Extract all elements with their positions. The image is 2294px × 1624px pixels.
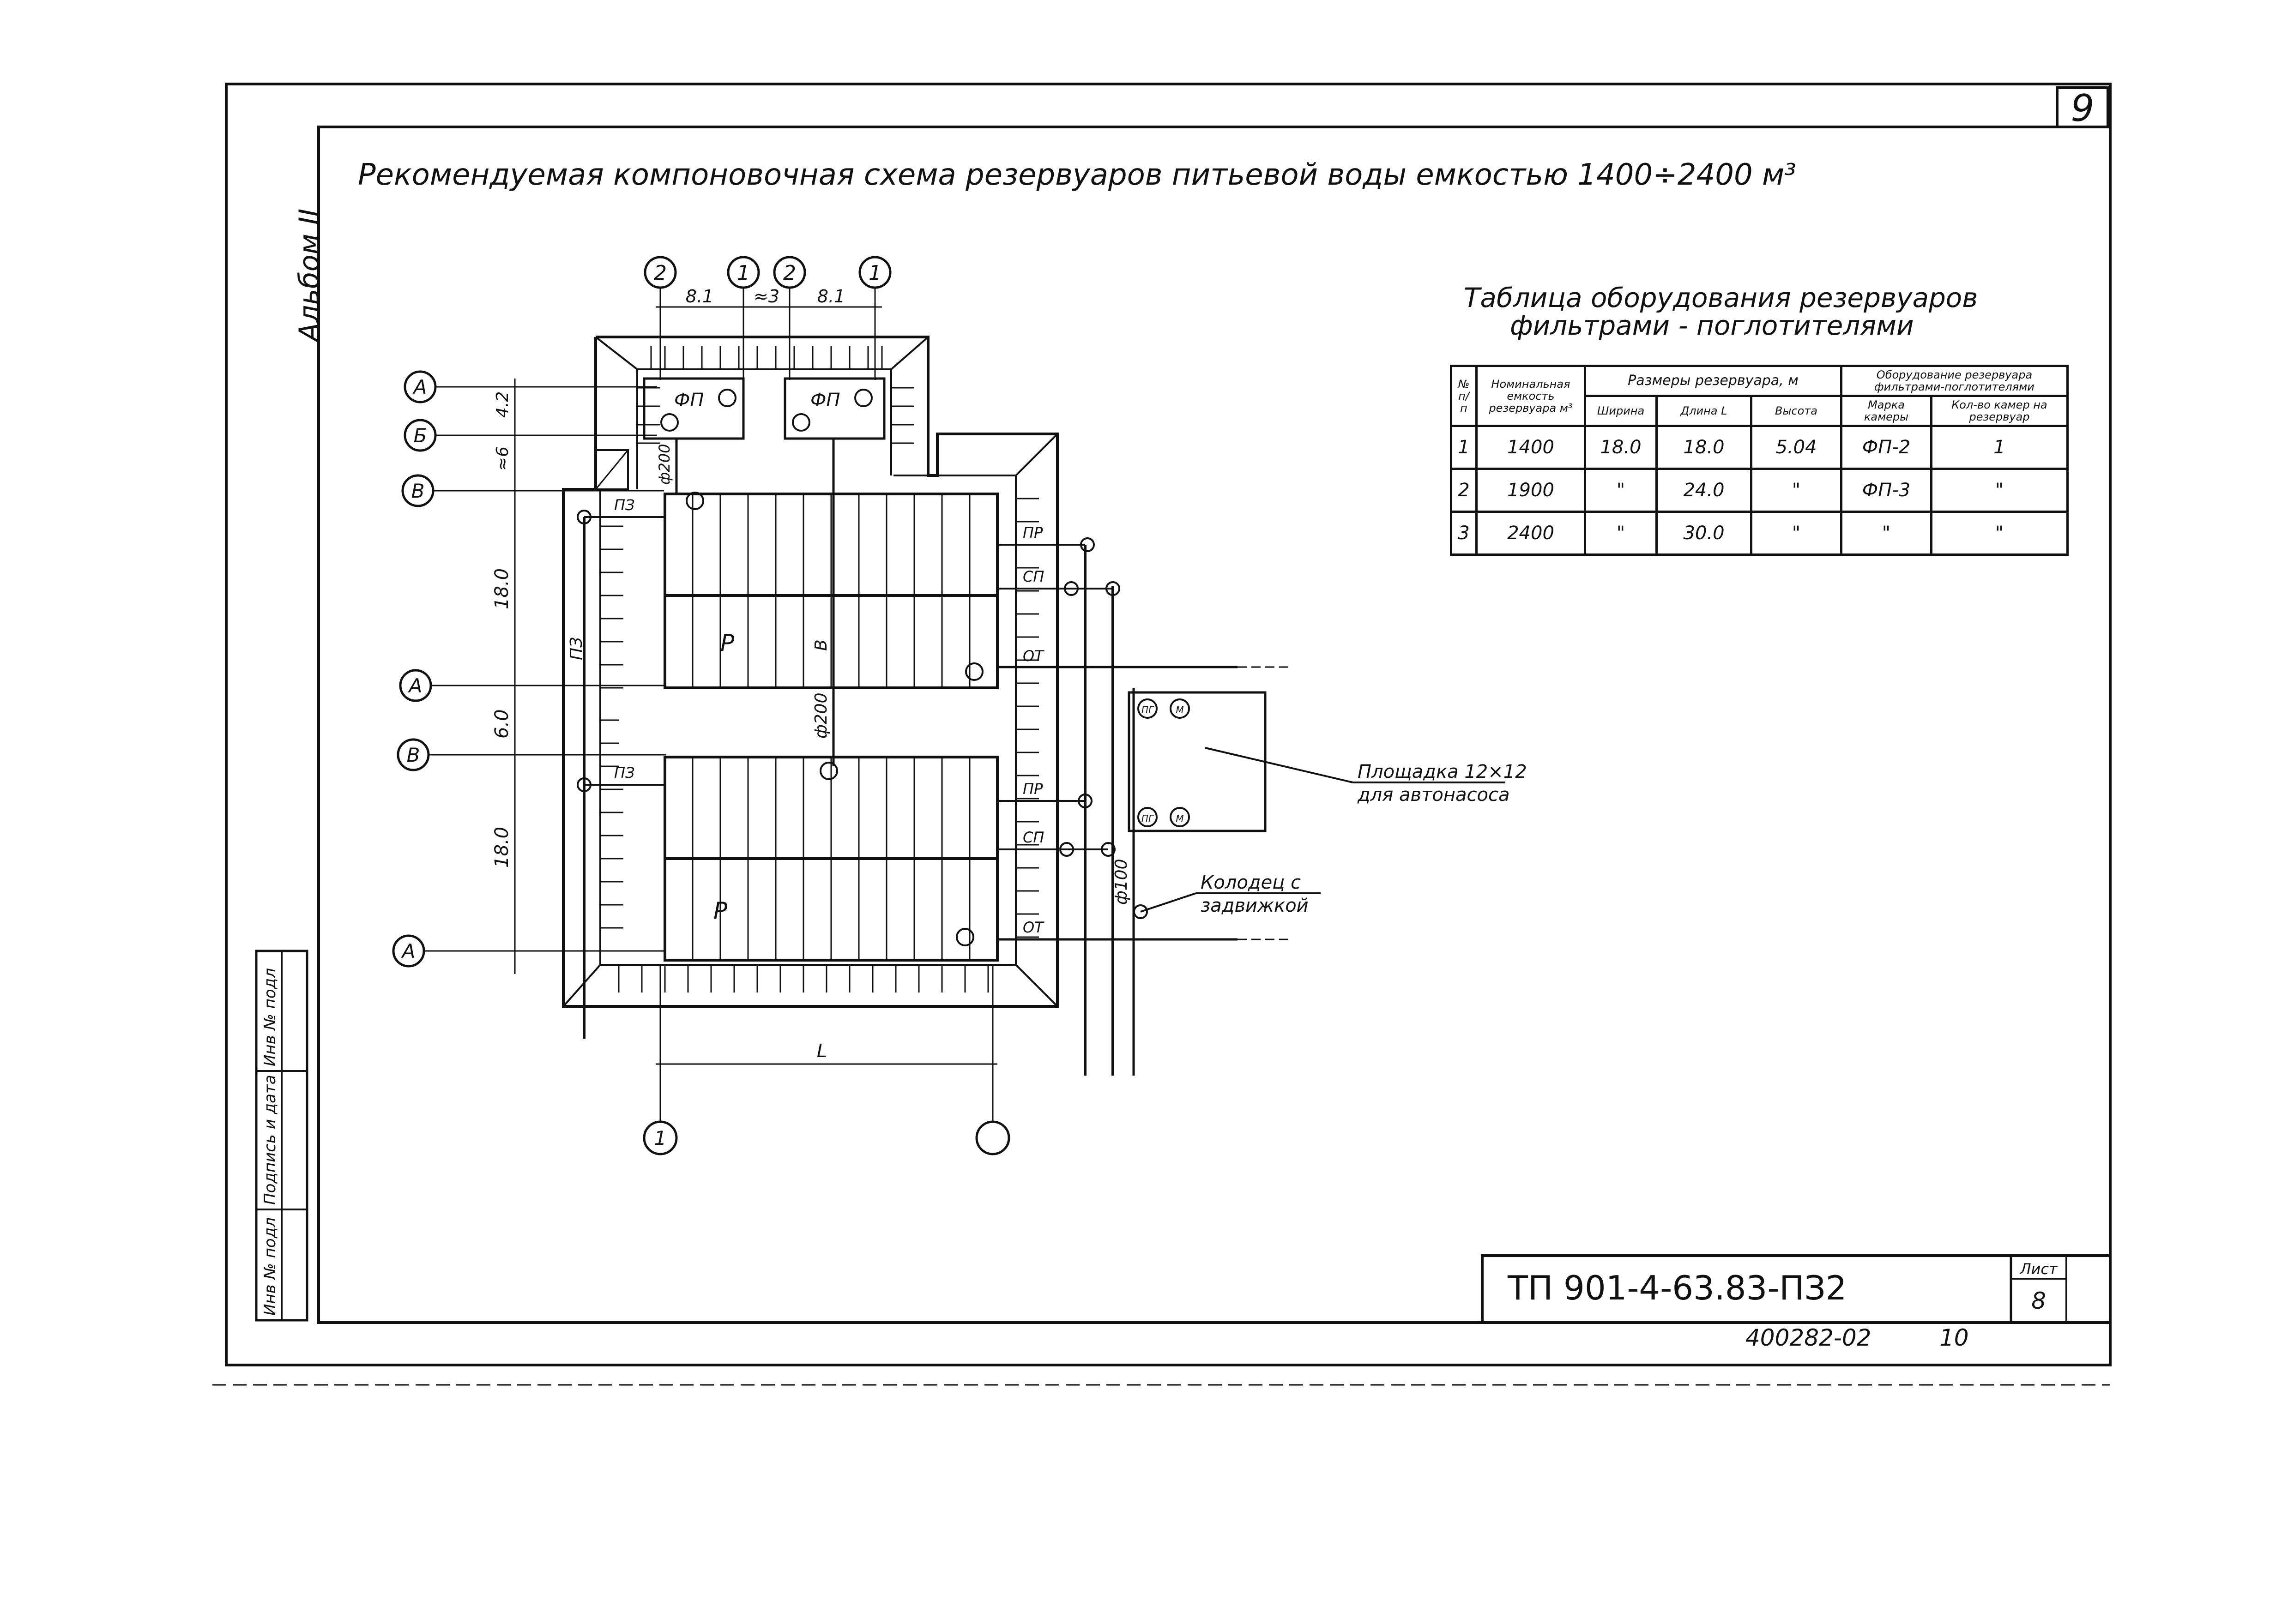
svg-text:СП: СП [1023,568,1044,585]
axis-top-1: 2 [654,261,667,285]
axis-top-4: 1 [869,261,881,285]
svg-text:ф200: ф200 [656,444,673,485]
svg-text:≈3: ≈3 [754,286,779,307]
stamp-bottom-page: 10 [1939,1324,1969,1351]
page-title: Рекомендуемая компоновочная схема резерв… [358,158,1796,192]
svg-text:ОТ: ОТ [1023,647,1044,665]
platform-callout-1: Площадка 12×12 [1358,761,1527,782]
reservoir-2-label: Р [713,897,728,924]
svg-text:≈6: ≈6 [493,446,512,471]
well-callout-1: Колодец с [1201,872,1301,893]
svg-text:ПЗ: ПЗ [614,496,635,514]
svg-text:ФП: ФП [810,390,840,411]
axis-row-5: В [407,744,420,766]
axis-row-4: А [408,674,423,697]
axis-row-3: В [411,480,425,502]
axis-top-2: 1 [737,261,750,285]
svg-text:М: М [1176,813,1183,824]
svg-text:ПЗ: ПЗ [614,764,635,782]
well-callout-2: задвижкой [1201,895,1309,916]
equipment-table: № п/п Номинальная емкость резервуара м³ … [1450,365,2069,556]
svg-text:СП: СП [1023,829,1044,846]
svg-text:В: В [812,639,831,651]
axis-top-3: 2 [783,261,796,285]
axis-row-2: Б [414,424,427,447]
svg-text:ПГ: ПГ [1141,813,1154,824]
binding-strip: Инв № подл Подпись и дата Инв № подл [255,950,308,1322]
stamp-code: ТП 901-4-63.83-ПЗ2 [1507,1269,1847,1307]
table-title-2: фильтрами - поглотителями [1510,310,1914,341]
axis-row-1: А [412,376,427,398]
svg-text:ПЗ: ПЗ [567,637,586,660]
album-label: Альбом II [293,209,326,343]
stamp-sheet-value: 8 [2031,1287,2046,1314]
svg-text:ОТ: ОТ [1023,919,1044,936]
svg-text:ПР: ПР [1023,524,1043,541]
svg-text:ф100: ф100 [1112,859,1131,905]
platform-callout-2: для автонасоса [1357,784,1510,806]
svg-text:18.0: 18.0 [491,568,513,609]
inner-frame [317,126,2112,1324]
svg-text:ФП: ФП [674,390,704,411]
axis-bottom-1: 1 [654,1127,667,1149]
side-label-2: Подпись и дата [261,1075,279,1205]
table-title-1: Таблица оборудования резервуаров [1464,282,1978,313]
reservoir-plan: ФП ФП Р Р ф200 В ф200 ПЗ ПЗ ПЗ [392,256,1527,1155]
svg-text:ПГ: ПГ [1141,704,1154,716]
svg-text:ф200: ф200 [812,693,831,739]
stamp-bottom-note: 400282-02 [1745,1324,1871,1351]
stamp-sheet-label: Лист [2019,1260,2058,1278]
svg-text:4.2: 4.2 [493,391,512,418]
svg-text:8.1: 8.1 [686,286,713,307]
axis-row-6: А [401,940,416,962]
svg-text:L: L [817,1041,827,1062]
reservoir-1-label: Р [720,630,735,656]
filter-chamber-1 [643,377,745,440]
sheet-number: 9 [2071,87,2095,130]
svg-text:М: М [1176,704,1183,716]
svg-text:6.0: 6.0 [491,709,513,739]
side-label-1: Инв № подл [261,1217,279,1316]
svg-text:18.0: 18.0 [491,827,513,868]
side-label-3: Инв № подл [261,968,279,1066]
svg-text:8.1: 8.1 [817,286,845,307]
svg-text:ПР: ПР [1023,780,1043,798]
